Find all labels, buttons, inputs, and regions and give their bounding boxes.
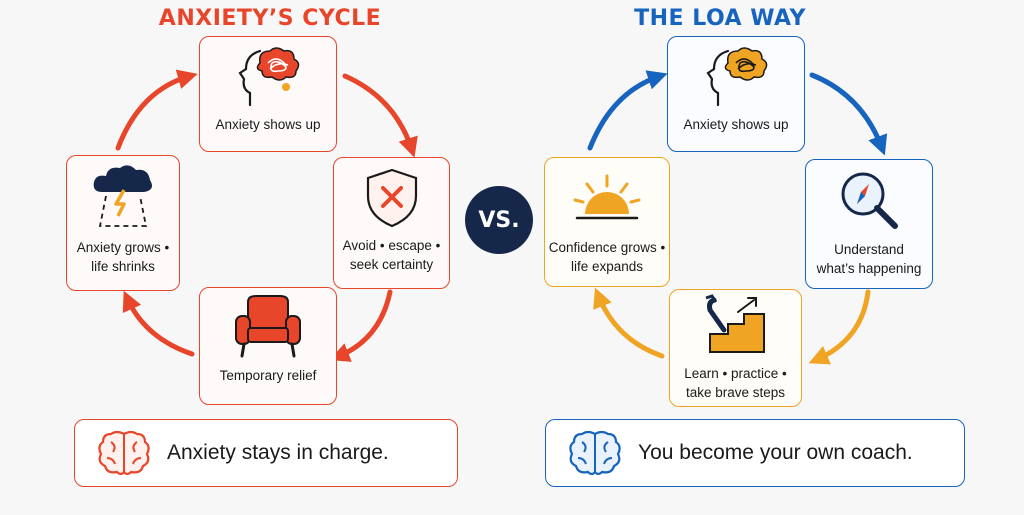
arrow-left-top-right bbox=[342, 73, 418, 158]
right-step-confidence-grows: Confidence grows • life expands bbox=[544, 157, 670, 287]
step-label: Temporary relief bbox=[219, 368, 317, 383]
arrow-right-bottom-left bbox=[593, 287, 665, 359]
arrow-left-top-left bbox=[115, 69, 198, 151]
left-step-anxiety-grows: Anxiety grows • life shrinks bbox=[66, 155, 180, 291]
right-step-anxiety-shows-up: Anxiety shows up bbox=[667, 36, 805, 152]
step-label: Anxiety shows up bbox=[683, 117, 789, 132]
storm-cloud-icon bbox=[93, 165, 152, 227]
shield-x-icon bbox=[366, 168, 417, 228]
magnifier-compass-icon bbox=[841, 172, 898, 229]
right-footer: You become your own coach. bbox=[545, 419, 965, 487]
right-step-learn-practice: Learn • practice • take brave steps bbox=[669, 289, 802, 407]
right-step-understand: Understand what’s happening bbox=[805, 159, 933, 289]
left-title: ANXIETY’S CYCLE bbox=[158, 6, 382, 31]
right-title: THE LOA WAY bbox=[634, 6, 806, 31]
brain-icon bbox=[98, 430, 150, 476]
vs-badge: VS. bbox=[465, 186, 533, 254]
brain-icon bbox=[569, 430, 621, 476]
arrow-left-bottom-left bbox=[122, 290, 195, 357]
arrow-right-bottom-right bbox=[808, 289, 871, 365]
left-footer-text: Anxiety stays in charge. bbox=[167, 441, 389, 464]
step-label: Anxiety shows up bbox=[215, 117, 321, 132]
left-step-temporary-relief: Temporary relief bbox=[199, 287, 337, 405]
left-step-avoid-escape: Avoid • escape • seek certainty bbox=[333, 157, 450, 289]
arrow-right-top-left bbox=[587, 70, 668, 151]
step-label: Avoid • escape • seek certainty bbox=[342, 238, 441, 272]
step-label: Confidence grows • life expands bbox=[548, 240, 666, 274]
right-footer-text: You become your own coach. bbox=[638, 441, 913, 464]
tangled-brain-head-icon bbox=[238, 47, 300, 107]
left-footer: Anxiety stays in charge. bbox=[74, 419, 458, 487]
left-step-anxiety-shows-up: Anxiety shows up bbox=[199, 36, 337, 152]
calm-brain-head-icon bbox=[706, 47, 768, 107]
tools-stairs-icon bbox=[705, 294, 765, 353]
step-label: Learn • practice • take brave steps bbox=[684, 366, 787, 400]
step-label: Anxiety grows • life shrinks bbox=[76, 240, 170, 274]
arrow-right-top-right bbox=[809, 72, 888, 156]
step-label: Understand what’s happening bbox=[816, 242, 922, 276]
arrow-left-bottom-right bbox=[329, 289, 393, 362]
sunrise-icon bbox=[573, 174, 641, 220]
armchair-icon bbox=[235, 295, 301, 358]
